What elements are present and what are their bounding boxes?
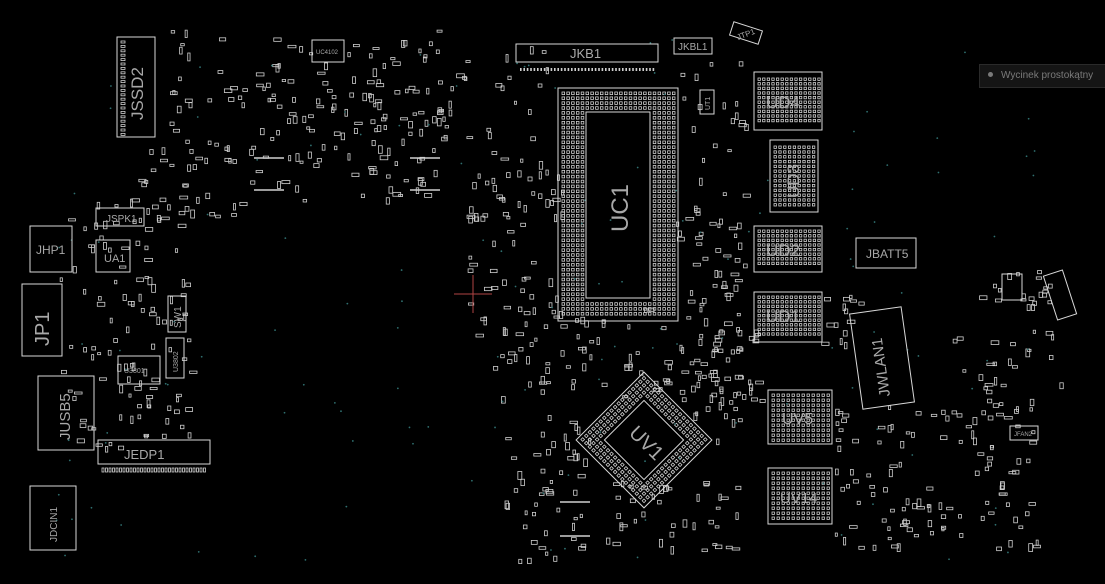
jkbl1-label: JKBL1 bbox=[678, 42, 708, 53]
jkb1-label: JKB1 bbox=[570, 46, 601, 61]
uv5-label: UV5 bbox=[782, 411, 813, 428]
ud3-ram[interactable] bbox=[769, 139, 819, 213]
jssd2-label: JSSD2 bbox=[128, 67, 147, 120]
jhp1-label: JHP1 bbox=[36, 243, 66, 257]
bullet-icon bbox=[988, 72, 993, 78]
jusb5-label: JUSB5 bbox=[57, 393, 74, 440]
uc1-cpu-die bbox=[585, 111, 651, 299]
jtp1-connector[interactable] bbox=[728, 21, 764, 45]
jedp1-connector[interactable] bbox=[97, 439, 211, 465]
ud2-label: UD2 bbox=[766, 241, 800, 260]
jhp1-connector[interactable] bbox=[29, 225, 73, 273]
uv14-label: UV14 bbox=[780, 490, 818, 507]
jspk1-connector[interactable] bbox=[95, 207, 145, 227]
uc4102-label: UC4102 bbox=[316, 50, 339, 56]
jdcin1-label: JDCIN1 bbox=[49, 507, 60, 542]
component-footprints bbox=[55, 29, 1064, 565]
u3802-chip[interactable] bbox=[165, 337, 185, 379]
jspk1-label: JSPK1 bbox=[106, 214, 137, 225]
ut1-chip[interactable] bbox=[699, 89, 715, 115]
uv1-label: UV1 bbox=[624, 422, 667, 465]
jfan2-label: JFAN2 bbox=[1014, 432, 1033, 438]
jssd2-connector[interactable] bbox=[116, 36, 156, 138]
jedp1-label: JEDP1 bbox=[124, 447, 164, 462]
ua1-audio-codec[interactable] bbox=[95, 239, 131, 273]
ud2-ram[interactable] bbox=[753, 225, 823, 273]
u3801-chip[interactable] bbox=[117, 355, 161, 385]
uc1-cpu[interactable] bbox=[557, 87, 679, 322]
ua1-label: UA1 bbox=[104, 253, 125, 265]
right-connector-b[interactable] bbox=[1042, 269, 1078, 321]
jwlan1-connector[interactable] bbox=[849, 306, 915, 410]
crosshair-cursor bbox=[454, 275, 492, 313]
uv1-gpu[interactable] bbox=[575, 371, 713, 509]
ud4-ram[interactable] bbox=[753, 71, 823, 131]
jp1-connector[interactable] bbox=[21, 283, 63, 357]
jfan2-connector[interactable] bbox=[1009, 425, 1039, 441]
sw1-label: SW1 bbox=[173, 306, 184, 328]
tooltip-label: Wycinek prostokątny bbox=[1001, 70, 1094, 81]
uc1-label: UC1 bbox=[607, 184, 634, 232]
u3801-label: U3801 bbox=[124, 368, 145, 375]
ud1-label: UD1 bbox=[766, 307, 800, 326]
jkb1-connector[interactable] bbox=[515, 43, 659, 63]
jusb5-connector[interactable] bbox=[37, 375, 95, 451]
right-connector-a[interactable] bbox=[1001, 273, 1023, 301]
u3802-label: U3802 bbox=[173, 351, 180, 372]
ud4-label: UD4 bbox=[766, 93, 800, 112]
uc4102-chip[interactable] bbox=[311, 39, 345, 63]
ud1-ram[interactable] bbox=[753, 291, 823, 343]
sw1-switch[interactable] bbox=[167, 295, 187, 333]
jbatt5-label: JBATT5 bbox=[866, 247, 909, 261]
jtp1-label: JTP1 bbox=[736, 27, 757, 42]
jp1-label: JP1 bbox=[32, 312, 54, 346]
ud3-label: UD3 bbox=[784, 164, 803, 198]
jdcin1-connector[interactable] bbox=[29, 485, 77, 551]
jwlan1-label: JWLAN1 bbox=[869, 337, 894, 398]
ut1-label: UT1 bbox=[705, 97, 712, 110]
uv1-gpu-die bbox=[603, 399, 685, 481]
uv5-vram[interactable] bbox=[767, 389, 833, 445]
jbatt5-connector[interactable] bbox=[855, 237, 917, 269]
uv14-vram[interactable] bbox=[767, 467, 833, 525]
jkbl1-connector[interactable] bbox=[673, 37, 713, 55]
rectangular-snip-tooltip: Wycinek prostokątny bbox=[979, 64, 1105, 88]
